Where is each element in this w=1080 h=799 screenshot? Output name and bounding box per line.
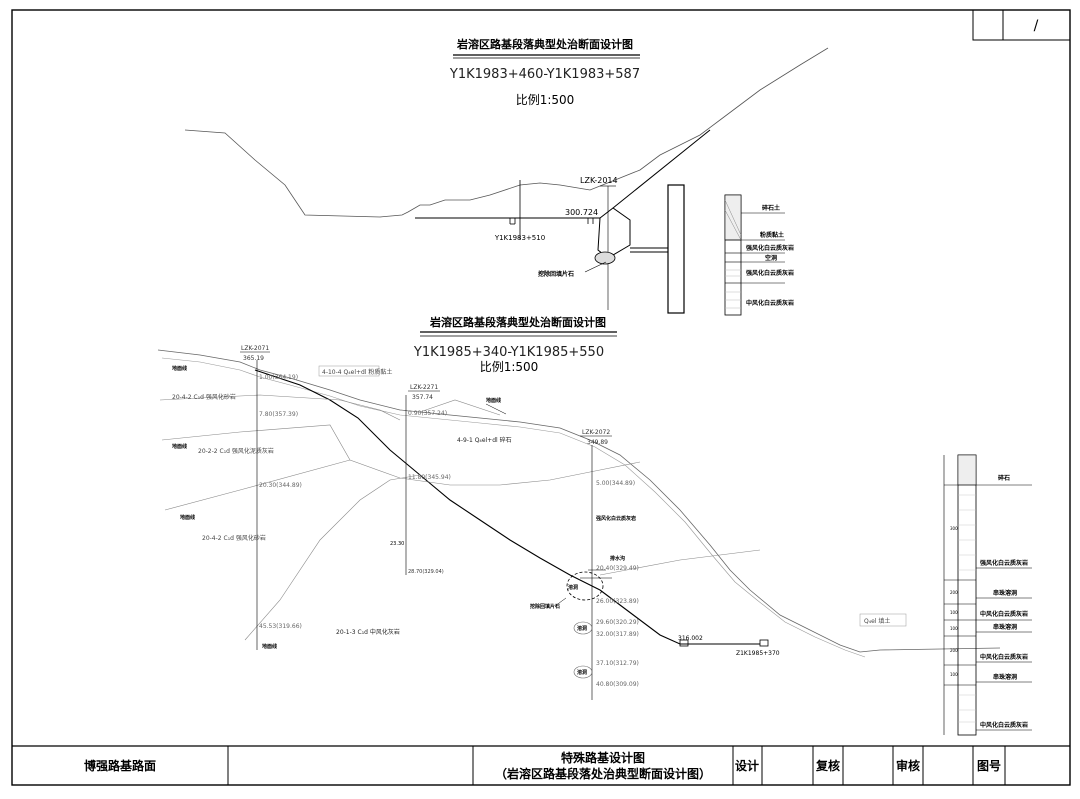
sheet-number-box: / — [972, 9, 1071, 41]
gl-1: 地面线 — [172, 443, 187, 450]
sheet-number: / — [1034, 18, 1039, 34]
unit-u5: 4-10-4 Q₄el+dl 粉质黏土 — [322, 368, 392, 376]
lg-d1: 200 — [950, 590, 958, 595]
unit-u7: Q₄el 填土 — [864, 617, 890, 625]
section1-ground-line — [184, 47, 829, 218]
section1-range: Y1K1983+460-Y1K1983+587 — [449, 67, 640, 82]
s2-legend-0: 碎石 — [998, 474, 1010, 482]
section2-ground-line — [157, 349, 1001, 653]
section1-title: 岩溶区路基段落典型处治断面设计图 — [456, 37, 633, 51]
lg-d2: 100 — [950, 610, 958, 615]
bh3-name: LZK-2072 — [582, 429, 610, 436]
unit-u6: 4-9-1 Q₄el+dl 碎石 — [457, 436, 512, 444]
gl-0: 地面线 — [172, 365, 187, 372]
section1-scale: 比例1:500 — [516, 93, 575, 107]
drawing-title-1: 特殊路基设计图 — [561, 750, 645, 765]
gl-4: 地面线 — [486, 397, 501, 404]
bh2-d0: 0.90(357.24) — [408, 410, 447, 417]
bh1-d1: 7.80(357.39) — [259, 411, 298, 418]
unit-u1: 20-4-2 C₁d 强风化砂岩 — [172, 393, 236, 401]
section-1: 岩溶区路基段落典型处治断面设计图 Y1K1983+460-Y1K1983+587… — [184, 37, 829, 316]
bh1-d3: 45.53(319.66) — [259, 623, 302, 630]
section2-elevation: 316.002 — [678, 635, 703, 642]
bh2-d3: 28.70(329.04) — [408, 569, 444, 575]
bh1-d2: 20.30(344.89) — [259, 482, 302, 489]
s2-legend-1: 强风化白云质灰岩 — [980, 559, 1028, 567]
bh3-d3: 29.60(320.29) — [596, 619, 639, 626]
section1-backfill-label: 挖除回填片石 — [538, 270, 574, 278]
bh3-d0: 5.00(344.89) — [596, 480, 635, 487]
s1-legend-1: 粉质黏土 — [760, 231, 784, 239]
s2-legend-6: 串珠溶洞 — [993, 673, 1017, 681]
lg-d5: 100 — [950, 672, 958, 677]
check-label: 审核 — [896, 758, 920, 773]
design-label: 设计 — [735, 758, 759, 773]
section1-borehole-column: 碎石土 粉质黏土 强风化白云质灰岩 空洞 强风化白云质灰岩 中风化白云质灰岩 — [724, 194, 794, 316]
section2-title: 岩溶区路基段落典型处治断面设计图 — [429, 315, 606, 329]
lg-d0: 300 — [950, 526, 958, 531]
bh3-rock: 强风化白云质灰岩 — [596, 515, 636, 522]
bh3-d1: 20.40(329.49) — [596, 565, 639, 572]
drain-label: 排水沟 — [610, 555, 625, 562]
gl-2: 地面线 — [180, 514, 195, 521]
gl-3: 地面线 — [262, 643, 277, 650]
s1-legend-0: 碎石土 — [762, 204, 780, 212]
s2-legend-7: 中风化白云质灰岩 — [980, 721, 1028, 729]
karst-1: 溶洞 — [577, 625, 587, 632]
section2-borehole-2: LZK-2271 357.74 0.90(357.24) 11.80(345.9… — [390, 384, 451, 575]
bh3-d4: 32.00(317.89) — [596, 631, 639, 638]
unit-u2: 20-2-2 C₁d 强风化泥质灰岩 — [198, 447, 274, 455]
review-label: 复核 — [815, 758, 840, 773]
drawing-title-2: （岩溶区路基段落处治典型断面设计图） — [495, 766, 711, 781]
project-name: 博强路基路面 — [84, 758, 156, 773]
sheet-border — [11, 9, 1071, 786]
bh2-name: LZK-2271 — [410, 384, 438, 391]
section2-borehole-1: LZK-2071 365.19 1.00(364.19) 7.80(357.39… — [240, 345, 302, 650]
bh2-d2: 23.30 — [390, 541, 404, 547]
s1-legend-4: 强风化白云质灰岩 — [746, 269, 794, 277]
s2-legend-3: 中风化白云质灰岩 — [980, 610, 1028, 618]
section2-borehole-column: 300 200 100 100 200 100 碎石 强风化白云质灰岩 串珠溶洞… — [943, 454, 1032, 736]
bh1-name: LZK-2071 — [241, 345, 269, 352]
bh3-elev: 349.89 — [587, 439, 608, 446]
section1-elevation: 300.724 — [565, 208, 598, 217]
drawing-no-label: 图号 — [977, 758, 1001, 773]
karst-0: 溶洞 — [568, 584, 578, 591]
s2-backfill-label: 挖除回填片石 — [530, 603, 560, 610]
unit-u3: 20-4-2 C₁d 强风化砂岩 — [202, 534, 266, 542]
section-2: 岩溶区路基段落典型处治断面设计图 Y1K1985+340-Y1K1985+550… — [157, 315, 1032, 736]
bh1-elev: 365.19 — [243, 355, 264, 362]
bh2-elev: 357.74 — [412, 394, 433, 401]
s1-legend-5: 中风化白云质灰岩 — [746, 299, 794, 307]
bh3-d2: 26.00(323.89) — [596, 598, 639, 605]
lg-d3: 100 — [950, 626, 958, 631]
s2-legend-4: 串珠溶洞 — [993, 623, 1017, 631]
s1-legend-2: 强风化白云质灰岩 — [746, 244, 794, 252]
lg-d4: 200 — [950, 648, 958, 653]
s1-legend-3: 空洞 — [765, 254, 777, 262]
unit-u4: 20-1-3 C₁d 中风化灰岩 — [336, 628, 400, 636]
section1-station: Y1K1983+510 — [494, 234, 545, 242]
bh3-d5: 37.10(312.79) — [596, 660, 639, 667]
bh1-d0: 1.00(364.19) — [259, 374, 298, 381]
s2-legend-2: 串珠溶洞 — [993, 589, 1017, 597]
s2-legend-5: 中风化白云质灰岩 — [980, 653, 1028, 661]
karst-2: 溶洞 — [577, 669, 587, 676]
section2-station: Z1K1985+370 — [736, 650, 780, 657]
bh3-d6: 40.80(309.09) — [596, 681, 639, 688]
section2-scale: 比例1:500 — [480, 360, 539, 374]
bh2-d1: 11.80(345.94) — [408, 474, 451, 481]
title-block: 博强路基路面 特殊路基设计图 （岩溶区路基段落处治典型断面设计图） 设计 复核 … — [12, 745, 1070, 785]
section1-borehole: LZK-2014 — [580, 176, 618, 185]
section2-borehole-3: LZK-2072 349.89 5.00(344.89) 20.40(329.4… — [566, 429, 639, 700]
section2-range: Y1K1985+340-Y1K1985+550 — [413, 345, 604, 360]
